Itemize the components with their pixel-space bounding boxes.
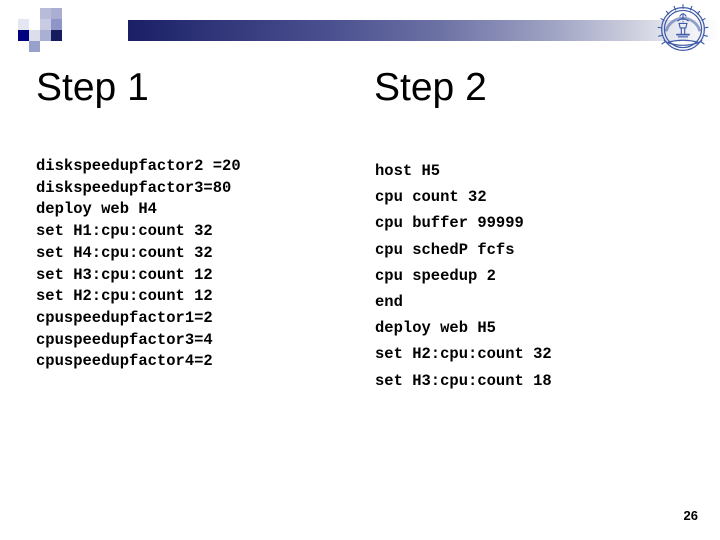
step1-code-line: diskspeedupfactor2 =20 bbox=[36, 157, 241, 175]
step2-code-line: set H2:cpu:count 32 bbox=[375, 345, 552, 364]
step1-code-line: deploy web H4 bbox=[36, 200, 157, 219]
square-lavender-2 bbox=[40, 8, 51, 19]
square-lavender-6 bbox=[51, 19, 62, 30]
step2-code-line: cpu buffer 99999 bbox=[375, 214, 524, 233]
square-lavender-4 bbox=[40, 30, 51, 41]
column-title-step1: Step 1 bbox=[36, 66, 149, 109]
step2-code-line: cpu count 32 bbox=[375, 188, 487, 207]
column-title-step2: Step 2 bbox=[374, 66, 487, 109]
step1-code-line: set H4:cpu:count 32 bbox=[36, 243, 213, 262]
square-lavender-3 bbox=[40, 19, 51, 30]
square-fade-1 bbox=[18, 19, 29, 30]
code-block-step2: host H5 cpu count 32 cpu buffer 99999 cpu s… bbox=[375, 158, 552, 394]
step2-code-line: host H5 bbox=[375, 162, 441, 180]
square-fade-2 bbox=[29, 30, 40, 41]
iit-bombay-emblem-icon bbox=[654, 2, 712, 56]
step2-code-line: deploy web H5 bbox=[375, 319, 496, 338]
square-lavender-5 bbox=[51, 8, 62, 19]
step1-code-line: set H2:cpu:count 12 bbox=[36, 287, 213, 306]
step2-code-line: set H3:cpu:count 18 bbox=[375, 371, 552, 390]
step1-code-line: cpuspeedupfactor4=2 bbox=[36, 352, 213, 371]
square-lavender-1 bbox=[29, 41, 40, 52]
page-number: 26 bbox=[683, 508, 698, 523]
step1-code-line: cpuspeedupfactor1=2 bbox=[36, 308, 213, 327]
code-block-step1: diskspeedupfactor2 =20 diskspeedupfactor3… bbox=[36, 156, 241, 373]
step1-code-line: diskspeedupfactor3=80 bbox=[36, 178, 232, 197]
square-navy-1 bbox=[18, 30, 29, 41]
step2-code-line: end bbox=[375, 293, 403, 312]
step2-code-line: cpu schedP fcfs bbox=[375, 240, 515, 259]
header-decoration bbox=[0, 0, 720, 56]
step1-code-line: cpuspeedupfactor3=4 bbox=[36, 330, 213, 349]
square-navy-2 bbox=[51, 30, 62, 41]
step1-code-line: set H1:cpu:count 32 bbox=[36, 222, 213, 241]
step2-code-line: cpu speedup 2 bbox=[375, 266, 496, 285]
header-gradient-bar bbox=[128, 20, 720, 41]
step1-code-line: set H3:cpu:count 12 bbox=[36, 265, 213, 284]
